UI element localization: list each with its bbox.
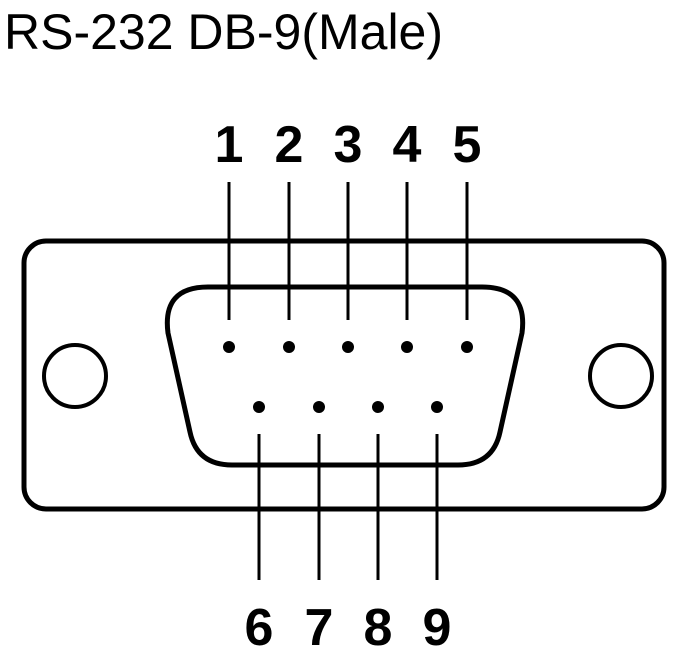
pin-6-label: 6 bbox=[245, 599, 274, 657]
pin-5: 5 bbox=[453, 116, 482, 353]
pin-2: 2 bbox=[275, 116, 304, 353]
pin-1: 1 bbox=[215, 116, 244, 353]
pin-4-label: 4 bbox=[393, 116, 422, 174]
pin-2-label: 2 bbox=[275, 116, 304, 174]
pin-1-label: 1 bbox=[215, 116, 244, 174]
pin-7-label: 7 bbox=[305, 599, 334, 657]
pin-4: 4 bbox=[393, 116, 422, 353]
right-mounting-hole bbox=[588, 343, 654, 409]
pin-8: 8 bbox=[364, 401, 393, 657]
pin-8-label: 8 bbox=[364, 599, 393, 657]
left-mounting-hole bbox=[42, 343, 108, 409]
pin-3: 3 bbox=[334, 116, 363, 353]
pin-9-contact bbox=[431, 401, 443, 413]
pin-9: 9 bbox=[423, 401, 452, 657]
pin-1-contact bbox=[223, 341, 235, 353]
connector-flange bbox=[21, 238, 667, 512]
pin-3-contact bbox=[342, 341, 354, 353]
d-sub-shell bbox=[164, 284, 526, 468]
pin-4-contact bbox=[401, 341, 413, 353]
pin-6: 6 bbox=[245, 401, 274, 657]
pin-3-label: 3 bbox=[334, 116, 363, 174]
pin-7-contact bbox=[313, 401, 325, 413]
pin-5-label: 5 bbox=[453, 116, 482, 174]
pin-5-contact bbox=[461, 341, 473, 353]
pin-2-contact bbox=[283, 341, 295, 353]
diagram-title: RS-232 DB-9(Male) bbox=[4, 4, 444, 60]
pin-9-label: 9 bbox=[423, 599, 452, 657]
pin-7: 7 bbox=[305, 401, 334, 657]
pin-8-contact bbox=[372, 401, 384, 413]
pin-6-contact bbox=[253, 401, 265, 413]
